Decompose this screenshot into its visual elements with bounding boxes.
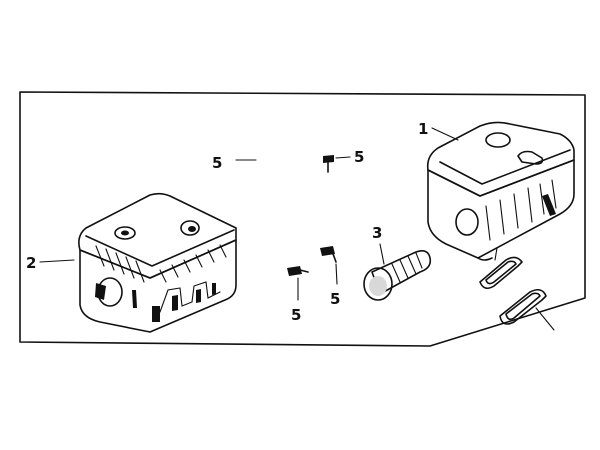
bolt-lower-left [287, 266, 309, 276]
diagram-frame [19, 91, 586, 347]
body-inlet-icon [455, 208, 479, 236]
leader-gasket-upper [494, 247, 498, 261]
callout-2: 2 [26, 254, 36, 272]
gasket-lower [499, 288, 547, 325]
muffler-body [426, 121, 575, 261]
leader-gasket-lower [535, 307, 555, 331]
leader-2 [39, 259, 75, 263]
callout-5-top-right: 5 [354, 148, 364, 166]
callout-5-lower-right: 5 [330, 290, 340, 308]
cover-hole-back [180, 220, 200, 236]
callout-1: 1 [418, 120, 428, 138]
gasket-upper [479, 256, 523, 290]
leader-1 [431, 127, 459, 141]
callout-3: 3 [372, 224, 382, 242]
bolt-top [323, 155, 334, 173]
bolt-lower-right [320, 246, 337, 263]
leader-5-top-right [335, 156, 351, 159]
cover-hole-front [114, 226, 136, 240]
muffler-cover [78, 192, 237, 333]
body-port-icon [485, 132, 511, 148]
callout-5-top-left: 5 [212, 154, 222, 172]
callout-5-lower-left: 5 [291, 306, 301, 324]
leader-3 [379, 243, 385, 265]
leader-5-lower-right [335, 263, 338, 285]
exhaust-tip [363, 250, 432, 301]
